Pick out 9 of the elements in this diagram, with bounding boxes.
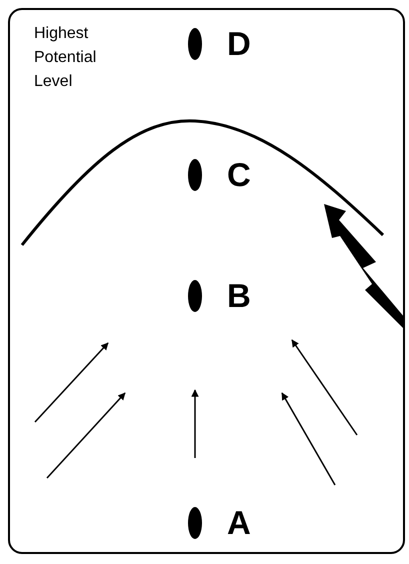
dot bbox=[188, 507, 202, 539]
dot bbox=[188, 159, 202, 191]
dot bbox=[188, 28, 202, 60]
point-label: A bbox=[227, 506, 251, 539]
point-label: B bbox=[227, 279, 251, 312]
dot bbox=[188, 280, 202, 312]
point-label: C bbox=[227, 158, 251, 191]
point-label: D bbox=[227, 27, 251, 60]
level-label: Highest Potential Level bbox=[34, 24, 98, 92]
